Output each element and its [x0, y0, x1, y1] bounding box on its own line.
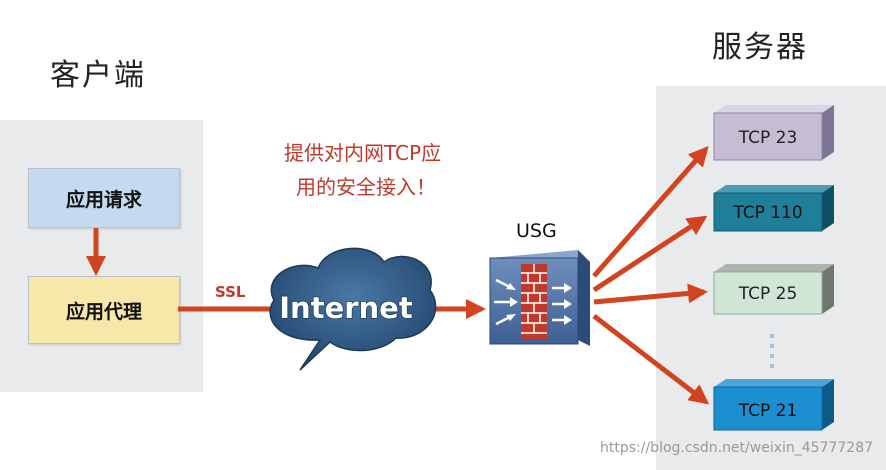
server-tcp-21: TCP 21 [713, 379, 834, 431]
brick-wall-icon [521, 264, 547, 340]
usg-label: USG [516, 220, 557, 242]
client-title: 客户端 [50, 58, 146, 93]
watermark: https://blog.csdn.net/weixin_45777287 [600, 440, 874, 456]
internet-cloud-icon [269, 247, 437, 371]
app-proxy-box: 应用代理 [28, 276, 180, 344]
note-line-2: 用的安全接入！ [296, 175, 436, 199]
usg-to-server-arrows [592, 145, 710, 405]
app-request-box: 应用请求 [28, 168, 180, 228]
server-tcp-110-label: TCP 110 [732, 203, 802, 223]
secure-access-note: 提供对内网TCP应 用的安全接入！ [284, 136, 441, 204]
server-tcp-21-label: TCP 21 [738, 401, 798, 421]
usg-firewall-icon [489, 250, 590, 346]
ssl-label: SSL [215, 283, 246, 301]
note-line-1: 提供对内网TCP应 [284, 141, 442, 165]
internet-label: Internet [279, 291, 413, 325]
server-tcp-110: TCP 110 [713, 185, 834, 232]
more-servers-ellipsis [770, 334, 774, 368]
server-tcp-25: TCP 25 [713, 264, 834, 315]
server-tcp-23-label: TCP 23 [738, 128, 798, 148]
server-title: 服务器 [712, 30, 808, 65]
server-tcp-23: TCP 23 [713, 105, 834, 161]
traffic-arrows-icon [494, 278, 572, 326]
server-tcp-25-label: TCP 25 [738, 284, 798, 304]
